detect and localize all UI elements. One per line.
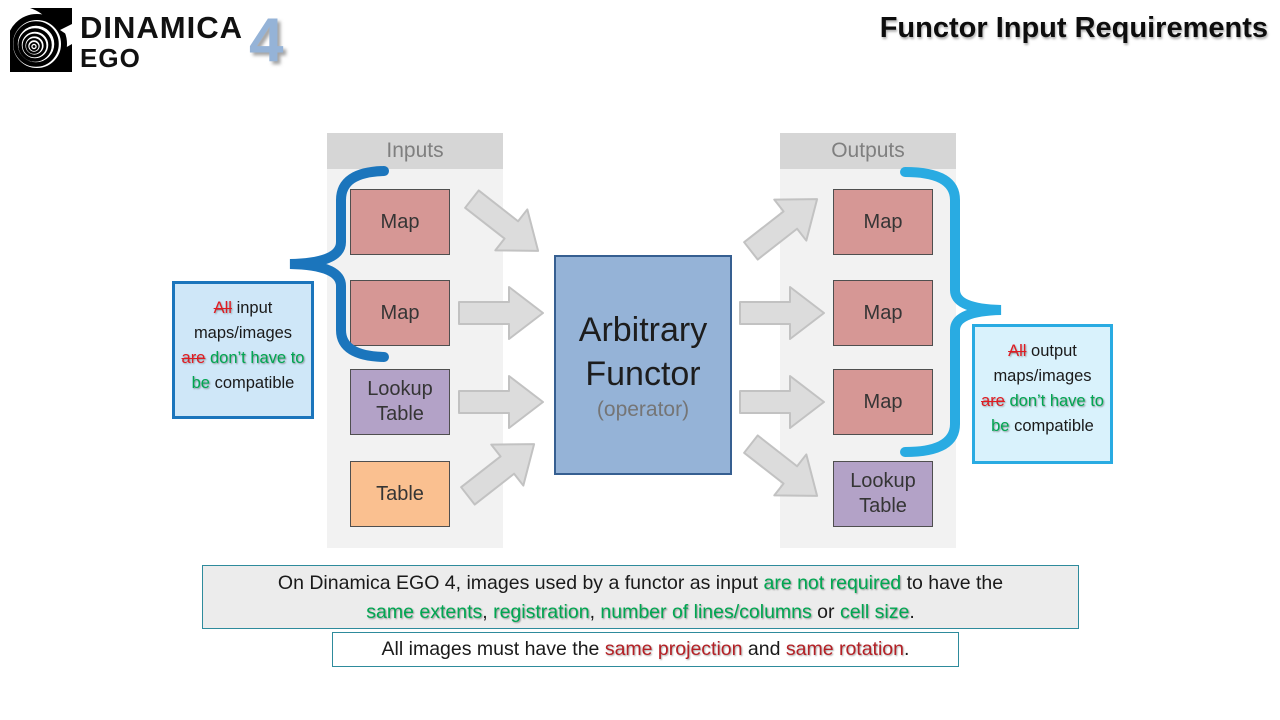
- dinamica-ego-logo: DINAMICA EGO 4: [10, 8, 283, 72]
- output-compatibility-callout: All output maps/images are don’t have to…: [972, 324, 1113, 464]
- logo-text-dinamica: DINAMICA: [80, 10, 243, 45]
- arrow-functor-to-output-lookup: [743, 434, 819, 497]
- logo-wordmark: DINAMICA EGO: [80, 12, 243, 71]
- arrow-input-table-to-functor: [460, 443, 536, 506]
- arbitrary-functor-box: Arbitrary Functor (operator): [554, 255, 732, 475]
- input-map-box-1: Map: [350, 189, 450, 255]
- input-requirements-note-line2: same extents, registration, number of li…: [366, 601, 915, 623]
- logo-version-number: 4: [249, 6, 284, 75]
- arrow-functor-to-output-map2: [739, 286, 825, 340]
- input-requirements-note: On Dinamica EGO 4, images used by a func…: [202, 565, 1079, 629]
- output-lookup-table-box: Lookup Table: [833, 461, 933, 527]
- input-map-box-2: Map: [350, 280, 450, 346]
- projection-rotation-note: All images must have the same projection…: [332, 632, 959, 667]
- output-map-box-1: Map: [833, 189, 933, 255]
- input-requirements-note-line1: On Dinamica EGO 4, images used by a func…: [277, 572, 1004, 594]
- output-maps-brace: [900, 167, 1002, 457]
- arrow-input-lookup-to-functor: [458, 375, 544, 429]
- inputs-panel-header: Inputs: [327, 133, 503, 169]
- arrow-input-map2-to-functor: [458, 286, 544, 340]
- arrow-input-map1-to-functor: [464, 189, 540, 252]
- output-map-box-2: Map: [833, 280, 933, 346]
- page-title: Functor Input Requirements: [879, 12, 1268, 44]
- input-lookup-table-box: Lookup Table: [350, 369, 450, 435]
- output-map-box-3: Map: [833, 369, 933, 435]
- arrow-functor-to-output-map1: [743, 198, 819, 261]
- outputs-panel-header: Outputs: [780, 133, 956, 169]
- functor-title: Arbitrary Functor: [578, 310, 708, 393]
- arrow-functor-to-output-map3: [739, 375, 825, 429]
- input-maps-brace: [289, 166, 389, 362]
- input-compatibility-callout: All input maps/images are don’t have to …: [172, 281, 314, 419]
- logo-text-ego: EGO: [80, 43, 141, 73]
- functor-subtitle: (operator): [596, 398, 690, 422]
- dinamica-spiral-logo-icon: [10, 8, 72, 72]
- input-table-box: Table: [350, 461, 450, 527]
